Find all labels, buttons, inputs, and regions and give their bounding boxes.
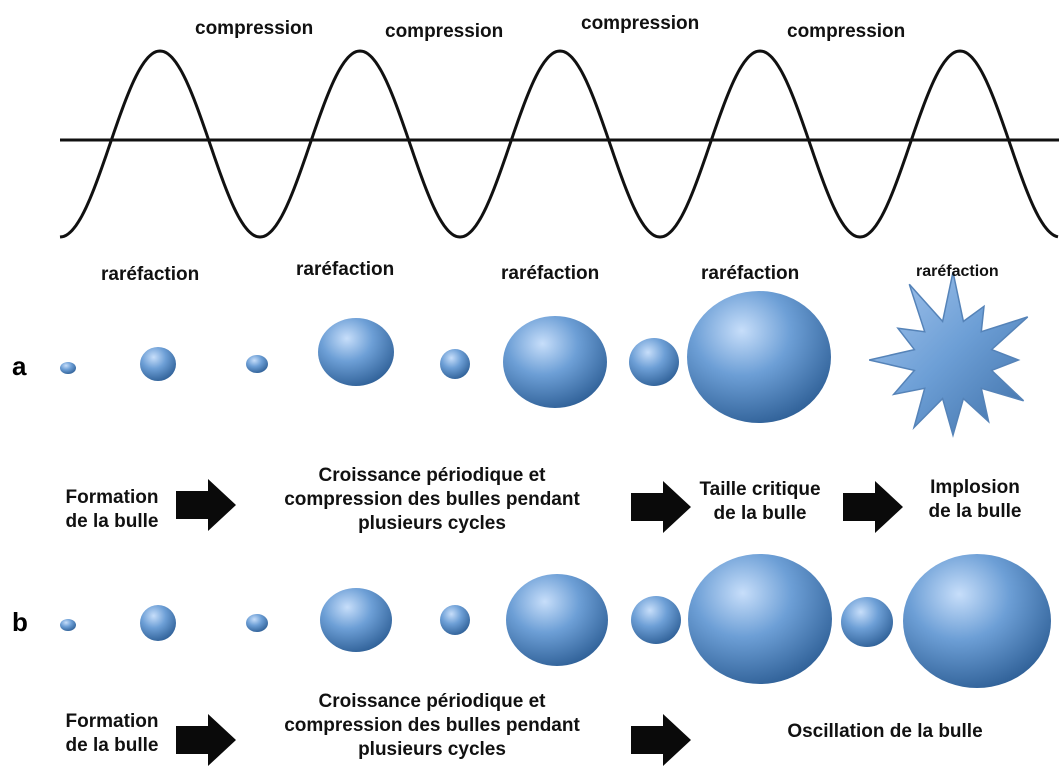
rarefaction-label: raréfaction [501,263,600,284]
bubble [503,316,607,408]
step-text: Croissance périodique et compression des… [284,465,580,534]
compression-label: compression [787,21,906,42]
bubble [440,349,470,379]
star-burst-icon [869,271,1029,438]
right-arrow-icon [176,714,236,766]
row-a-letter: a [12,351,27,381]
step-implosion-label: Implosion de la bulle [905,476,1045,524]
compression-label: compression [195,18,314,39]
bubble [320,588,392,652]
row-a-bubbles [60,271,1029,438]
right-arrow-icon [843,481,903,533]
step-text: Implosion de la bulle [928,477,1022,522]
rarefaction-label: raréfaction [101,264,200,285]
step-oscillation-label: Oscillation de la bulle [740,720,1030,744]
step-text: Croissance périodique et compression des… [284,691,580,760]
bubble [687,291,831,423]
bubble [60,619,76,631]
step-formation-label: Formation de la bulle [52,486,172,534]
rarefaction-label: raréfaction [701,263,800,284]
bubble [631,596,681,644]
rarefaction-label: raréfaction [296,259,395,280]
step-text: Oscillation de la bulle [787,721,983,742]
step-critical-size-label: Taille critique de la bulle [680,478,840,526]
bubble [60,362,76,374]
bubble [688,554,832,684]
row-b-letter: b [12,607,28,637]
row-b-bubbles [60,554,1051,688]
step-growth-label: Croissance périodique et compression des… [262,690,602,761]
bubble [140,605,176,641]
bubble [841,597,893,647]
right-arrow-icon [631,714,691,766]
bubble [246,355,268,373]
step-text: Taille critique de la bulle [699,479,821,524]
bubble [903,554,1051,688]
step-formation-label: Formation de la bulle [52,710,172,758]
pressure-wave [59,49,1059,239]
step-text: Formation de la bulle [65,711,159,756]
bubble [629,338,679,386]
right-arrow-icon [176,479,236,531]
step-text: Formation de la bulle [65,487,159,532]
right-arrow-icon [631,481,691,533]
step-growth-label: Croissance périodique et compression des… [262,464,602,535]
compression-label: compression [385,21,504,42]
bubble [506,574,608,666]
rarefaction-label: raréfaction [916,263,999,280]
bubble [318,318,394,386]
bubble [440,605,470,635]
bubble [246,614,268,632]
compression-label: compression [581,13,700,34]
bubble [140,347,176,381]
